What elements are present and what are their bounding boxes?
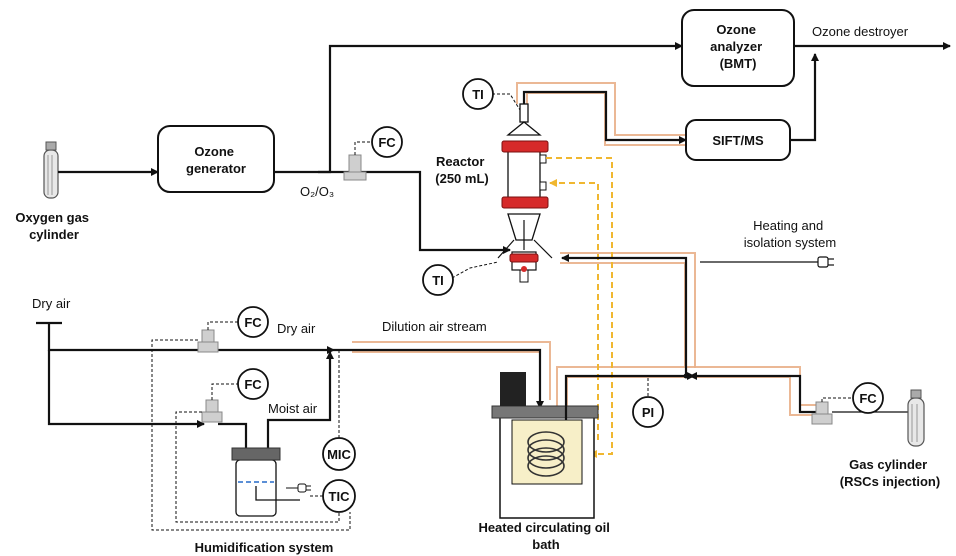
reactor-to-sift-pipe <box>522 90 687 144</box>
reactor-clamp-bottom <box>509 253 539 263</box>
dry-air-source-label: Dry air <box>32 296 71 311</box>
tic-text: TIC <box>329 489 351 504</box>
ozone-generator-label: Ozone generator <box>186 144 246 176</box>
dilution-air-label: Dilution air stream <box>382 319 487 334</box>
reactor-clamp-mid <box>501 196 549 209</box>
bath-out-pipe <box>564 372 695 420</box>
moist-control-loop <box>175 411 340 523</box>
sift-ms-label: SIFT/MS <box>712 133 764 148</box>
humidifier-out-pipe <box>266 351 334 458</box>
ozone-analyzer-box <box>681 9 795 87</box>
mic-text: MIC <box>327 447 351 462</box>
oil-bath-lid <box>491 405 599 419</box>
fc-ozone-signal <box>354 141 372 155</box>
oil-bath-motor <box>500 372 526 406</box>
fc-moist-indicator <box>237 368 269 400</box>
oil-return-line <box>546 157 613 458</box>
heated-line-dilution <box>352 341 551 400</box>
fc-dry-text: FC <box>244 315 262 330</box>
heating-isolation-label: Heating and isolation system <box>744 218 836 250</box>
gas-cylinder-icon <box>907 389 925 447</box>
pi-text: PI <box>642 405 654 420</box>
reactor-label: Reactor (250 mL) <box>435 154 488 186</box>
moist-air-label: Moist air <box>268 401 318 416</box>
ozone-to-reactor-pipe <box>330 170 511 254</box>
oil-bath-label: Heated circulating oil bath <box>478 520 613 552</box>
pi-indicator <box>632 396 664 428</box>
heating-plug-icon <box>817 256 834 268</box>
dry-air-line-label: Dry air <box>277 321 316 336</box>
dilution-air-pipe <box>334 348 544 409</box>
dry-control-loop <box>151 339 351 531</box>
humidifier-plug-icon <box>286 483 311 493</box>
humidifier-heater <box>255 486 300 501</box>
ti-top-indicator <box>462 78 494 110</box>
fc-ozone-indicator <box>371 126 403 158</box>
ti-top-text: TI <box>472 87 484 102</box>
humidifier-lid <box>231 447 281 461</box>
ti-top-signal <box>492 93 521 111</box>
oxygen-cylinder-label: Oxygen gas cylinder <box>15 210 92 242</box>
fc-moist-text: FC <box>244 377 262 392</box>
heated-line-bath-to-gas <box>556 366 820 420</box>
reactor-drain-dot <box>521 266 527 272</box>
bypass-to-analyzer-pipe <box>318 42 683 174</box>
ozone-generator-box <box>157 125 275 193</box>
ozone-destroyer-label: Ozone destroyer <box>812 24 909 39</box>
humidification-label: Humidification system <box>195 540 334 555</box>
ti-bottom-signal <box>451 261 499 279</box>
fc-gas-signal <box>821 397 854 402</box>
fc-gas-valve-base <box>811 413 833 425</box>
sift-to-destroyer-pipe <box>790 53 819 142</box>
fc-moist-signal <box>211 383 238 400</box>
mix-to-reactor-pipe <box>561 254 688 376</box>
ozone-analyzer-label: Ozone analyzer (BMT) <box>710 22 766 71</box>
gas-cylinder-label: Gas cylinder (RSCs injection) <box>840 457 940 489</box>
fc-gas-text: FC <box>859 391 877 406</box>
fc-ozone-valve-base <box>343 171 367 181</box>
oil-supply-line <box>549 179 599 440</box>
fc-dry-valve-base <box>197 341 219 353</box>
gas-to-mix-pipe <box>689 372 820 414</box>
fc-moist-valve-base <box>201 411 223 423</box>
o2o3-label: O₂/O₃ <box>300 184 334 199</box>
oxygen-cylinder-icon <box>43 141 59 199</box>
ti-bottom-text: TI <box>432 273 444 288</box>
fc-dry-indicator <box>237 306 269 338</box>
ti-bottom-indicator <box>422 264 454 296</box>
oil-bath-coil <box>527 431 565 477</box>
heated-line-reactor-inlet <box>560 252 696 370</box>
reactor-clamp-top <box>501 140 549 153</box>
fc-ozone-text: FC <box>378 135 396 150</box>
mixing-node <box>683 373 689 379</box>
moist-air-branch-pipe <box>47 350 205 428</box>
fc-dry-signal <box>207 321 238 330</box>
fc-gas-indicator <box>852 382 884 414</box>
